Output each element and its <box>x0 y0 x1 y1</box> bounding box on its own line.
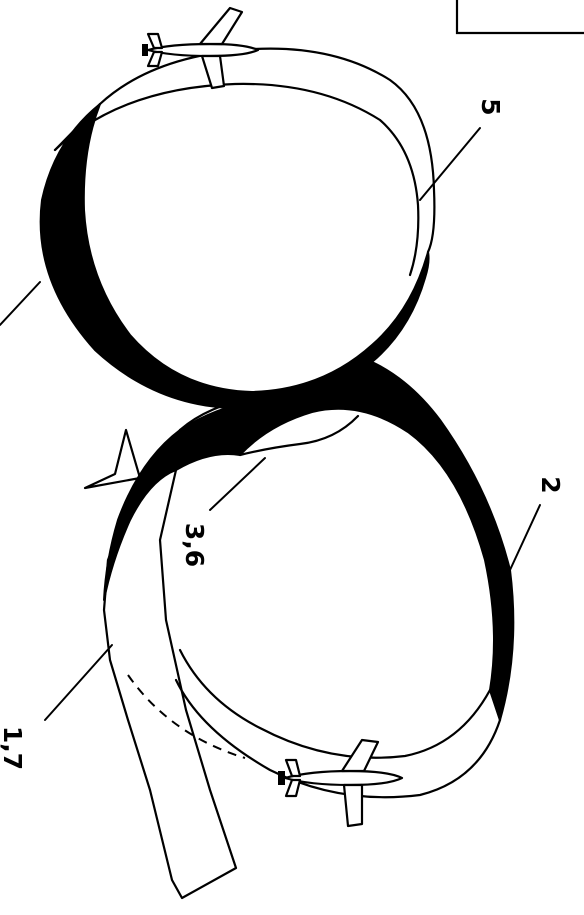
leader-line-upper-left <box>0 282 40 325</box>
corner-frame <box>457 0 584 33</box>
airplane-icon <box>142 8 258 88</box>
leader-line-5 <box>420 128 480 200</box>
airplane-icon <box>278 740 402 826</box>
leader-line-3-6 <box>210 458 265 510</box>
crossover-dark-band <box>180 362 513 720</box>
leader-line-1-7 <box>45 645 112 720</box>
label-position-5: 5 <box>476 98 505 115</box>
leader-line-2 <box>510 505 540 570</box>
label-position-2: 2 <box>536 476 565 493</box>
label-position-3-6: 3,6 <box>180 523 209 567</box>
label-position-1-7: 1,7 <box>0 726 27 770</box>
upper-loop-light-band <box>55 49 434 275</box>
